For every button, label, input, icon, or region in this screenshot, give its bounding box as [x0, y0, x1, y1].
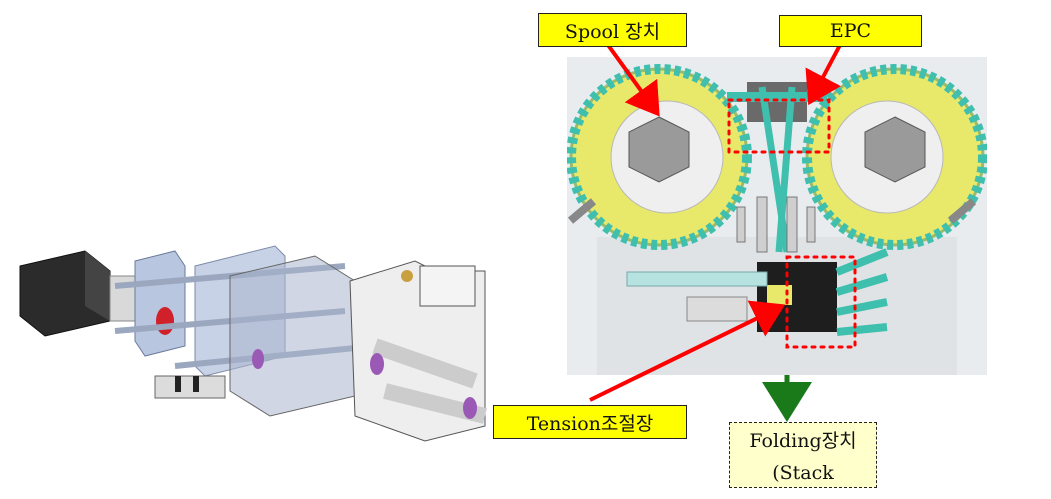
spool-epc-rendering: [567, 57, 987, 375]
epc-highlight-box: [727, 98, 831, 154]
tension-highlight-box: [785, 255, 857, 349]
transparent-housing: [229, 255, 356, 417]
folding-label-line1: Folding장치: [749, 430, 857, 452]
folding-label-line2: (Stack: [772, 462, 834, 484]
tension-label: Tension조절장: [493, 405, 687, 439]
folding-label: Folding장치 (Stack: [729, 422, 877, 488]
mount-plate: [134, 250, 186, 357]
spool-label: Spool 장치: [538, 13, 687, 47]
epc-label: EPC: [779, 15, 922, 47]
cad-assembly-drawing: [19, 245, 487, 442]
